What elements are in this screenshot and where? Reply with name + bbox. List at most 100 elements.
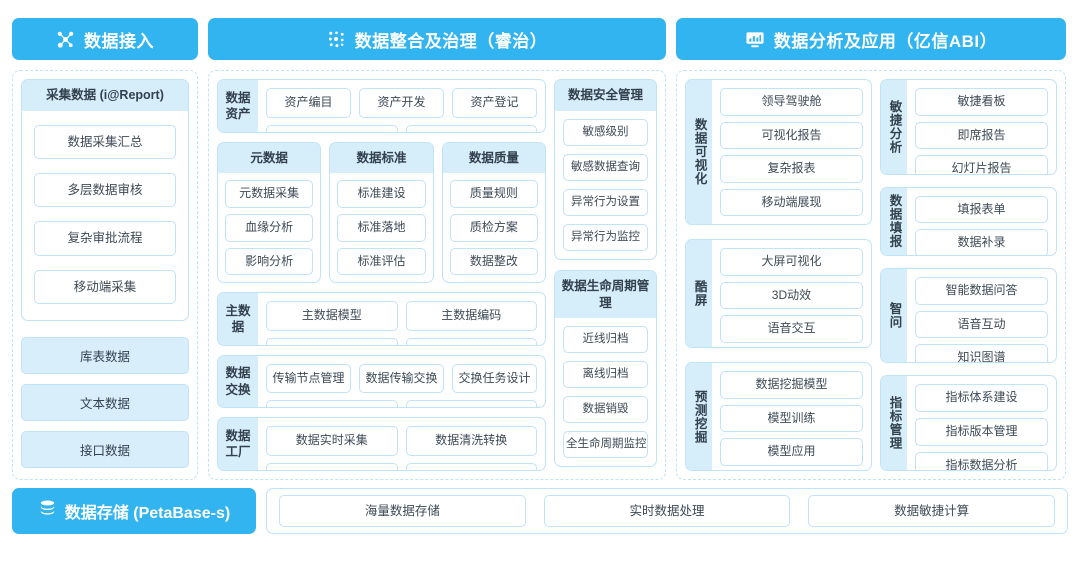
chip-storage-0[interactable]: 海量数据存储 (279, 494, 526, 528)
header-analysis-label: 数据分析及应用（亿信ABI） (773, 31, 998, 51)
group-data-exchange-label: 数据交换 (218, 355, 258, 408)
panel-metadata: 元数据 元数据采集 血缘分析 影响分析 (217, 141, 322, 284)
chip-sec-2[interactable]: 异常行为设置 (563, 188, 648, 216)
storage-items: 海量数据存储 实时数据处理 数据敏捷计算 (266, 488, 1068, 534)
chip-entry-1[interactable]: 数据补录 (914, 229, 1048, 255)
chip-acq-0[interactable]: 数据采集汇总 (34, 124, 176, 160)
chip-pred-2[interactable]: 模型应用 (720, 438, 863, 466)
chip-master-distribute[interactable]: 主数据分发 (405, 337, 537, 345)
group-metric-management: 指标管理 指标体系建设 指标版本管理 指标数据分析 (879, 375, 1057, 471)
panel-quality: 数据质量 质量规则 质检方案 数据整改 (441, 141, 546, 284)
storage-band: 数据存储 (PetaBase-s) 海量数据存储 实时数据处理 数据敏捷计算 (0, 480, 1080, 534)
chip-master-model[interactable]: 主数据模型 (266, 301, 398, 331)
chip-cool-1[interactable]: 3D动效 (720, 281, 863, 310)
network-nodes-icon (56, 30, 75, 49)
chip-life-1[interactable]: 离线归档 (563, 361, 648, 389)
chip-cool-2[interactable]: 语音交互 (720, 315, 863, 344)
group-data-asset: 数据资产 资产编目 资产开发 资产登记 资产标签 资产服务 (217, 79, 546, 133)
source-list: 库表数据 文本数据 接口数据 (21, 330, 189, 468)
chip-fac-realtime[interactable]: 数据实时采集 (266, 426, 398, 456)
chip-life-3[interactable]: 全生命周期监控 (563, 431, 648, 459)
chip-fac-clean[interactable]: 数据清洗转换 (405, 426, 537, 456)
storage-header[interactable]: 数据存储 (PetaBase-s) (12, 488, 256, 534)
columns-row: 采集数据 (i@Report) 数据采集汇总 多层数据审核 复杂审批流程 移动端… (0, 60, 1080, 480)
chip-cool-0[interactable]: 大屏可视化 (720, 248, 863, 276)
chip-acq-3[interactable]: 移动端采集 (34, 269, 176, 304)
chip-vis-0[interactable]: 领导驾驶舱 (720, 88, 863, 116)
chip-exch-schedule[interactable]: 任务调度管理 (266, 400, 398, 408)
chip-asset-service[interactable]: 资产服务 (405, 124, 537, 132)
storage-header-label: 数据存储 (PetaBase-s) (64, 505, 231, 522)
chip-agile-2[interactable]: 幻灯片报告 (914, 155, 1048, 174)
chip-metric-1[interactable]: 指标版本管理 (914, 418, 1048, 446)
chip-exch-node[interactable]: 传输节点管理 (266, 363, 351, 394)
chip-meta-0[interactable]: 元数据采集 (225, 180, 314, 209)
chip-std-1[interactable]: 标准落地 (337, 214, 426, 242)
panel-acquisition: 采集数据 (i@Report) 数据采集汇总 多层数据审核 复杂审批流程 移动端… (21, 79, 189, 321)
chip-qa-0[interactable]: 智能数据问答 (914, 276, 1048, 305)
group-agile-analysis: 敏捷分析 敏捷看板 即席报告 幻灯片报告 (879, 79, 1057, 175)
chip-source-0[interactable]: 库表数据 (21, 336, 189, 374)
group-smart-qa-label: 智问 (880, 268, 907, 363)
chip-sec-1[interactable]: 敏感数据查询 (563, 153, 648, 181)
chip-asset-register[interactable]: 资产登记 (452, 88, 537, 118)
header-ingest[interactable]: 数据接入 (12, 18, 198, 60)
chip-qa-1[interactable]: 语音互动 (914, 310, 1048, 339)
chip-exch-monitor[interactable]: 交换监控 (405, 400, 537, 408)
header-govern[interactable]: 数据整合及治理（睿治） (208, 18, 666, 60)
chip-master-maintain[interactable]: 主数据维护 (266, 337, 398, 345)
chip-acq-1[interactable]: 多层数据审核 (34, 173, 176, 208)
group-agile-analysis-label: 敏捷分析 (880, 80, 907, 174)
header-analysis[interactable]: 数据分析及应用（亿信ABI） (676, 18, 1066, 60)
chip-vis-2[interactable]: 复杂报表 (720, 155, 863, 183)
chip-entry-0[interactable]: 填报表单 (914, 195, 1048, 224)
chip-pred-0[interactable]: 数据挖掘模型 (720, 371, 863, 399)
chip-metric-2[interactable]: 指标数据分析 (914, 451, 1048, 471)
group-metric-management-label: 指标管理 (880, 376, 907, 470)
chip-fac-encrypt[interactable]: 数据加密 (266, 462, 398, 470)
chip-meta-2[interactable]: 影响分析 (225, 247, 314, 276)
chip-std-0[interactable]: 标准建设 (337, 180, 426, 209)
group-visualization: 数据可视化 领导驾驶舱 可视化报告 复杂报表 移动端展现 (685, 79, 872, 226)
chip-qual-2[interactable]: 数据整改 (449, 247, 538, 276)
chip-life-0[interactable]: 近线归档 (563, 326, 648, 354)
chip-storage-1[interactable]: 实时数据处理 (543, 494, 791, 528)
panel-security: 数据安全管理 敏感级别 敏感数据查询 异常行为设置 异常行为监控 (554, 79, 657, 260)
chip-pred-1[interactable]: 模型训练 (720, 404, 863, 433)
chip-sec-3[interactable]: 异常行为监控 (563, 223, 648, 251)
chip-qual-1[interactable]: 质检方案 (449, 214, 538, 242)
chip-exch-transfer[interactable]: 数据传输交换 (359, 363, 444, 394)
chip-acq-2[interactable]: 复杂审批流程 (34, 221, 176, 256)
chip-fac-mask[interactable]: 数据脱敏 (405, 462, 537, 470)
chip-metric-0[interactable]: 指标体系建设 (914, 384, 1048, 413)
column-governance: 数据资产 资产编目 资产开发 资产登记 资产标签 资产服务 (208, 70, 666, 480)
chip-source-2[interactable]: 接口数据 (21, 430, 189, 468)
panel-acquisition-title: 采集数据 (i@Report) (22, 80, 188, 111)
group-data-factory: 数据工厂 数据实时采集 数据清洗转换 数据加密 数据脱敏 (217, 417, 546, 471)
panel-quality-title: 数据质量 (442, 142, 545, 174)
group-data-asset-label: 数据资产 (218, 80, 258, 132)
chip-qa-2[interactable]: 知识图谱 (914, 344, 1048, 363)
chip-agile-1[interactable]: 即席报告 (914, 121, 1048, 150)
chip-meta-1[interactable]: 血缘分析 (225, 214, 314, 242)
chip-storage-2[interactable]: 数据敏捷计算 (808, 494, 1056, 528)
chip-vis-3[interactable]: 移动端展现 (720, 188, 863, 217)
group-coolscreen: 酷屏 大屏可视化 3D动效 语音交互 (685, 239, 872, 349)
governance-main: 数据资产 资产编目 资产开发 资产登记 资产标签 资产服务 (217, 79, 546, 471)
chip-sec-0[interactable]: 敏感级别 (563, 118, 648, 146)
chip-exch-task-design[interactable]: 交换任务设计 (452, 363, 537, 394)
governance-side: 数据安全管理 敏感级别 敏感数据查询 异常行为设置 异常行为监控 数据生命周期管… (554, 79, 657, 471)
chip-master-code[interactable]: 主数据编码 (405, 301, 537, 331)
chip-asset-catalog[interactable]: 资产编目 (266, 88, 351, 118)
chip-std-2[interactable]: 标准评估 (337, 247, 426, 276)
header-govern-label: 数据整合及治理（睿治） (354, 31, 548, 51)
chip-qual-0[interactable]: 质量规则 (449, 180, 538, 209)
chip-asset-tag[interactable]: 资产标签 (266, 124, 398, 132)
chip-life-2[interactable]: 数据销毁 (563, 396, 648, 424)
analysis-left-stack: 数据可视化 领导驾驶舱 可视化报告 复杂报表 移动端展现 酷屏 大屏可视化 3D… (685, 79, 872, 471)
header-ingest-label: 数据接入 (84, 31, 154, 51)
chip-agile-0[interactable]: 敏捷看板 (914, 88, 1048, 116)
chip-asset-dev[interactable]: 资产开发 (359, 88, 444, 118)
chip-vis-1[interactable]: 可视化报告 (720, 121, 863, 150)
chip-source-1[interactable]: 文本数据 (21, 383, 189, 421)
